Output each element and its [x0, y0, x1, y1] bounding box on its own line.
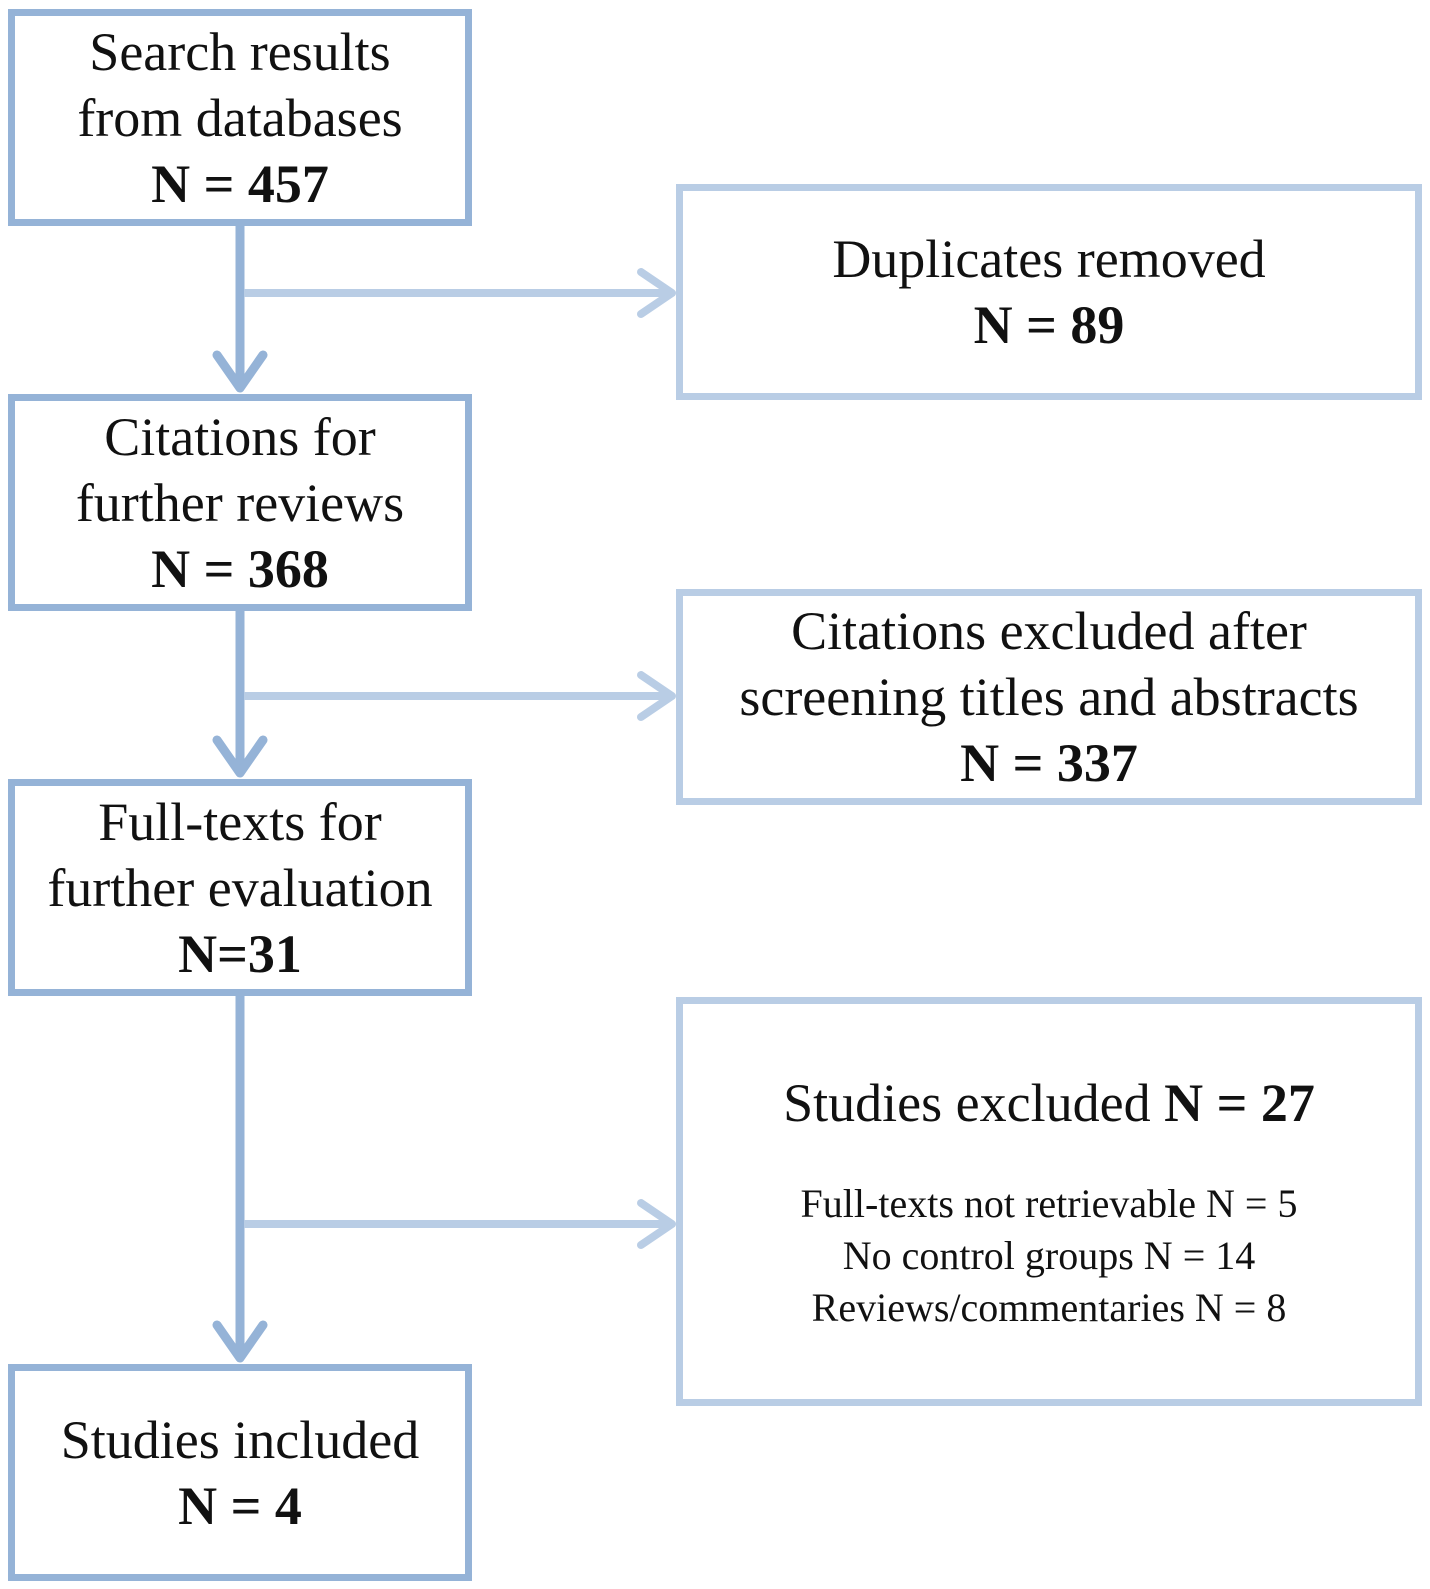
box-count: N=31 [178, 923, 302, 984]
box-text-line: Studies included [60, 1409, 420, 1470]
duplicates-removed-box: Duplicates removed N = 89 [676, 184, 1422, 400]
box-text-line: Citations excluded after [791, 601, 1307, 661]
fulltexts-box: Full-texts for further evaluation N=31 [8, 779, 472, 996]
exclusion-reason: Reviews/commentaries N = 8 [811, 1284, 1287, 1330]
box-text-line: further evaluation [47, 857, 433, 918]
box-text-line: further reviews [75, 472, 405, 533]
exclusion-reason: No control groups N = 14 [842, 1232, 1256, 1278]
box-count: N = 457 [151, 153, 329, 214]
exclusion-reason: Full-texts not retrievable N = 5 [800, 1180, 1298, 1226]
studies-excluded-heading: Studies excluded N = 27 [783, 1070, 1315, 1136]
screening-excluded-box: Citations excluded after screening title… [676, 589, 1422, 805]
box-count: N = 89 [973, 295, 1125, 355]
search-results-box: Search results from databases N = 457 [8, 9, 472, 226]
box-text-line: Duplicates removed [832, 229, 1266, 289]
citations-box: Citations for further reviews N = 368 [8, 394, 472, 611]
box-count: N = 368 [151, 538, 329, 599]
arrowhead-studies-excluded [637, 1199, 676, 1249]
box-text-line: Citations for [104, 406, 376, 467]
arrowhead-fulltexts [212, 735, 268, 778]
box-count: N = 27 [1164, 1072, 1315, 1133]
box-text-line: screening titles and abstracts [739, 667, 1359, 727]
box-text-line: Search results [89, 21, 391, 82]
studies-excluded-title: Studies excluded [783, 1072, 1151, 1133]
arrowhead-included [212, 1320, 268, 1363]
arrowhead-citations [212, 350, 268, 393]
box-text-line: from databases [77, 87, 403, 148]
arrowhead-screening [637, 671, 676, 721]
arrowhead-duplicates [637, 268, 676, 318]
studies-included-box: Studies included N = 4 [8, 1364, 472, 1581]
box-count: N = 337 [960, 733, 1138, 793]
box-count: N = 4 [178, 1475, 302, 1536]
box-text-line: Full-texts for [98, 791, 382, 852]
studies-excluded-box: Studies excluded N = 27 Full-texts not r… [676, 997, 1422, 1406]
